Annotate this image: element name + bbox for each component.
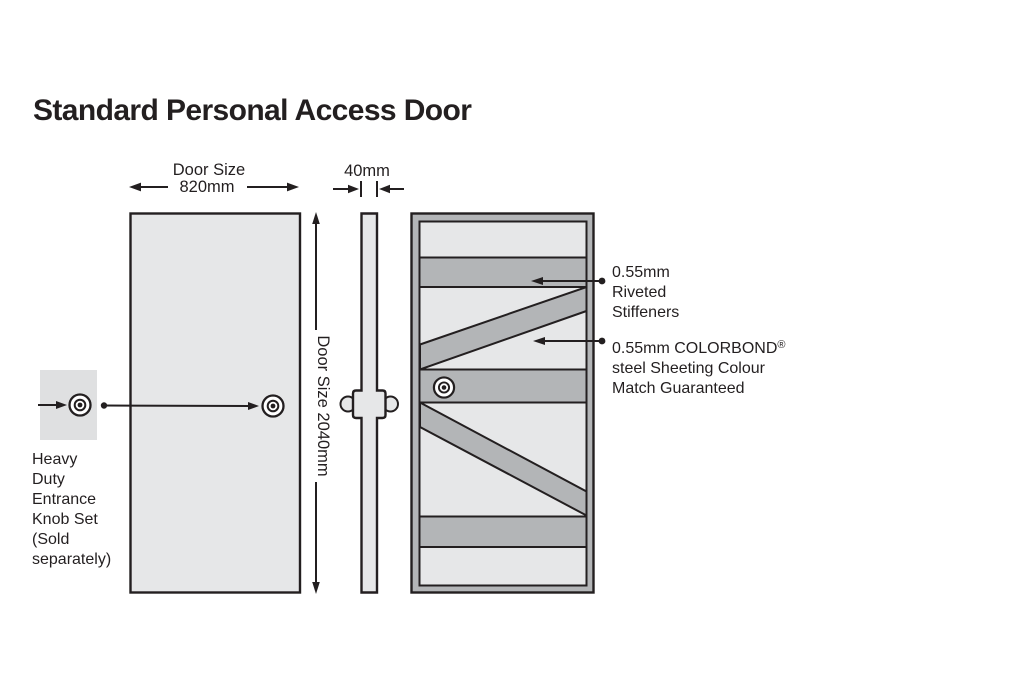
- back-knob-icon: [432, 376, 456, 399]
- registered-mark: ®: [777, 339, 785, 351]
- stiffener-band-top: [418, 256, 588, 288]
- arrow-left-icon: [531, 277, 543, 285]
- sheeting-label-line: steel Sheeting Colour: [612, 360, 766, 377]
- sheeting-annotation: 0.55mm COLORBOND® steel Sheeting Colour …: [533, 337, 785, 397]
- knob-label-line: Entrance: [32, 491, 96, 508]
- arrow-left-icon: [533, 337, 545, 345]
- knob-connector-line: [103, 404, 250, 407]
- arrow-right-icon: [287, 182, 299, 192]
- width-dim-label: Door Size: [173, 161, 245, 179]
- knob-label-line: (Sold: [32, 531, 69, 548]
- door-side-view: [339, 212, 399, 594]
- stiffeners-label-line: Riveted: [612, 284, 666, 301]
- page-title: Standard Personal Access Door: [33, 94, 472, 127]
- door-back-view: [410, 212, 595, 594]
- thickness-dim-value: 40mm: [344, 162, 390, 180]
- stiffener-diagonal-upper: [419, 285, 588, 371]
- arrow-left-icon: [379, 184, 390, 194]
- stiffeners-annotation: 0.55mm Riveted Stiffeners: [531, 264, 679, 321]
- sheeting-label-text: 0.55mm COLORBOND: [612, 340, 777, 357]
- thickness-dimension: 40mm: [333, 162, 404, 197]
- knob-annotation: Heavy Duty Entrance Knob Set (Sold separ…: [32, 370, 259, 568]
- width-dimension: Door Size 820mm: [129, 161, 299, 196]
- knob-sample-icon: [68, 393, 92, 417]
- knob-label-line: Knob Set: [32, 511, 98, 528]
- door-knob-icon: [261, 394, 285, 418]
- width-dim-value: 820mm: [179, 178, 234, 196]
- stiffeners-label-line: Stiffeners: [612, 304, 679, 321]
- height-dimension: Door Size 2040mm: [312, 212, 332, 594]
- arrow-right-icon: [248, 402, 259, 410]
- knob-label-line: Duty: [32, 471, 65, 488]
- stiffener-band-bottom: [418, 515, 588, 548]
- height-dim-label: Door Size 2040mm: [314, 335, 332, 476]
- knob-label-line: Heavy: [32, 451, 77, 468]
- arrow-left-icon: [129, 182, 141, 192]
- arrow-down-icon: [312, 582, 320, 594]
- sheeting-label-line: Match Guaranteed: [612, 380, 745, 397]
- knob-label-line: separately): [32, 551, 111, 568]
- arrow-right-icon: [348, 184, 359, 194]
- arrow-right-icon: [56, 401, 67, 409]
- arrow-up-icon: [312, 212, 320, 224]
- door-front-view: [129, 212, 302, 594]
- door-edge-profile: [351, 212, 387, 594]
- stiffeners-label-line: 0.55mm: [612, 264, 670, 281]
- sheeting-label-line: 0.55mm COLORBOND®: [612, 339, 785, 357]
